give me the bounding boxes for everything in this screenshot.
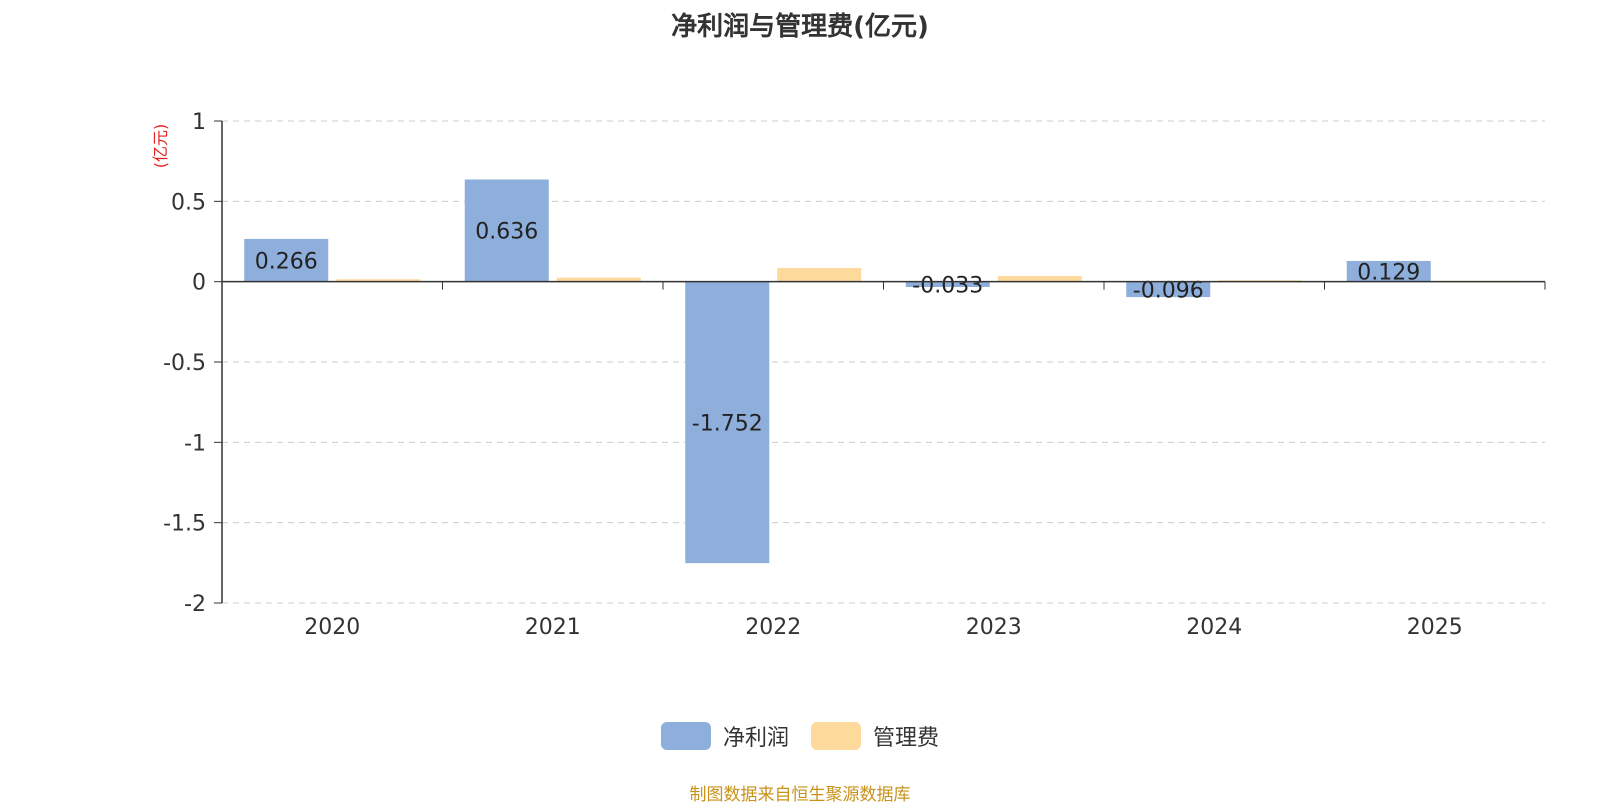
chart-title: 净利润与管理费(亿元) bbox=[671, 12, 929, 42]
legend-swatch-admin-expense bbox=[811, 722, 861, 750]
legend-label-admin-expense: 管理费 bbox=[873, 726, 940, 751]
y-tick-label: 0 bbox=[192, 271, 206, 296]
x-tick-label: 2024 bbox=[1186, 615, 1242, 640]
bar-net-profit bbox=[1126, 281, 1211, 298]
bar-net-profit bbox=[685, 281, 770, 564]
bar-admin-expense bbox=[777, 268, 862, 282]
bar-net-profit bbox=[244, 238, 329, 282]
legend-label-net-profit: 净利润 bbox=[722, 726, 789, 751]
data-label-net-profit: 0.266 bbox=[255, 249, 318, 274]
bar-net-profit bbox=[905, 281, 990, 287]
y-tick-label: -2 bbox=[184, 592, 206, 617]
bar-admin-expense bbox=[556, 277, 641, 282]
legend-item-admin-expense[interactable]: 管理费 bbox=[811, 720, 939, 752]
data-label-net-profit: -0.033 bbox=[912, 273, 983, 298]
y-tick-label: -1 bbox=[184, 431, 206, 456]
legend-swatch-net-profit bbox=[660, 722, 711, 750]
y-axis-title: (亿元) bbox=[151, 124, 170, 169]
x-tick-label: 2020 bbox=[304, 615, 360, 640]
y-tick-label: 0.5 bbox=[171, 190, 206, 215]
y-tick-label: -0.5 bbox=[163, 351, 206, 376]
x-tick-label: 2023 bbox=[966, 615, 1022, 640]
data-label-net-profit: -0.096 bbox=[1133, 278, 1204, 303]
bar-net-profit bbox=[1346, 260, 1431, 282]
y-tick-label: -1.5 bbox=[163, 512, 206, 537]
x-tick-label: 2021 bbox=[525, 615, 581, 640]
bar-net-profit bbox=[464, 179, 549, 282]
x-tick-label: 2025 bbox=[1407, 615, 1463, 640]
source-note: 制图数据来自恒生聚源数据库 bbox=[689, 785, 911, 805]
legend: 净利润 管理费 bbox=[0, 720, 1600, 752]
data-label-net-profit: -1.752 bbox=[692, 411, 763, 436]
y-tick-label: 1 bbox=[192, 110, 206, 135]
data-label-net-profit: 0.636 bbox=[475, 220, 538, 245]
bar-admin-expense bbox=[336, 279, 421, 282]
legend-item-net-profit[interactable]: 净利润 bbox=[660, 720, 789, 752]
x-tick-label: 2022 bbox=[745, 615, 801, 640]
bar-admin-expense bbox=[997, 276, 1082, 282]
